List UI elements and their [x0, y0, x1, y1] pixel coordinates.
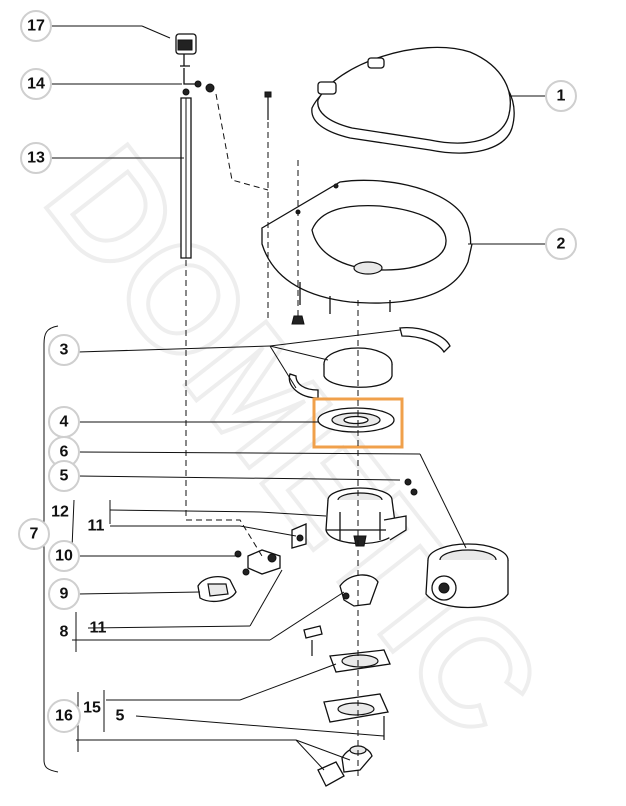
part-seal	[317, 407, 395, 433]
callout-10: 10	[48, 540, 80, 572]
callout-16: 16	[47, 699, 81, 733]
part-water-valve	[175, 33, 197, 67]
part-small-screws	[404, 478, 418, 496]
svg-text:10: 10	[55, 548, 73, 565]
svg-text:16: 16	[55, 708, 73, 725]
svg-text:6: 6	[60, 444, 69, 461]
part-bowl	[261, 179, 473, 314]
svg-text:4: 4	[60, 414, 69, 431]
part-pipe-adapter	[317, 745, 373, 787]
label-15: 15	[83, 700, 101, 717]
label-5-bottom: 5	[116, 708, 125, 725]
leader-lines	[50, 25, 547, 771]
svg-text:2: 2	[557, 236, 566, 253]
callout-5-top: 5	[48, 460, 80, 492]
callout-13: 13	[20, 142, 52, 174]
svg-text:12: 12	[51, 504, 69, 521]
part-elbow-fitting	[182, 68, 215, 96]
part-gasket	[329, 649, 391, 673]
callout-3: 3	[48, 334, 80, 366]
svg-text:3: 3	[60, 342, 69, 359]
callout-7: 7	[18, 518, 50, 550]
callout-2: 2	[545, 228, 577, 260]
part-nut-bowl	[291, 315, 305, 325]
svg-text:5: 5	[116, 708, 125, 725]
label-11-bottom: 11	[90, 620, 107, 637]
highlight-box	[312, 397, 404, 449]
svg-text:13: 13	[27, 150, 45, 167]
svg-text:7: 7	[30, 526, 39, 543]
part-floor-flange	[323, 693, 389, 740]
group-bracket-12	[71, 499, 75, 549]
svg-text:14: 14	[27, 76, 45, 93]
svg-text:9: 9	[60, 586, 69, 603]
svg-text:11: 11	[90, 620, 107, 637]
part-valve-fitting	[234, 549, 281, 576]
part-ball-seal	[291, 523, 307, 549]
svg-text:8: 8	[60, 624, 69, 641]
part-bracket	[303, 574, 379, 656]
svg-text:11: 11	[88, 518, 105, 535]
part-outlet-elbow	[425, 543, 509, 609]
callout-4: 4	[48, 406, 80, 438]
callout-14: 14	[20, 68, 52, 100]
assembly-lines	[185, 93, 359, 780]
callout-17: 17	[20, 10, 52, 42]
callout-9: 9	[48, 578, 80, 610]
part-bolt-top	[264, 91, 272, 120]
svg-text:17: 17	[27, 18, 45, 35]
label-8: 8	[60, 624, 69, 641]
label-11-top: 11	[88, 518, 105, 535]
label-12: 12	[51, 504, 69, 521]
svg-text:1: 1	[557, 88, 566, 105]
part-flush-ball-assembly	[325, 487, 407, 547]
part-seat-lid	[311, 46, 515, 154]
svg-text:15: 15	[83, 700, 101, 717]
callout-1: 1	[545, 80, 577, 112]
part-water-hose	[180, 97, 192, 259]
part-foot-pedal	[197, 575, 237, 603]
svg-text:5: 5	[60, 468, 69, 485]
